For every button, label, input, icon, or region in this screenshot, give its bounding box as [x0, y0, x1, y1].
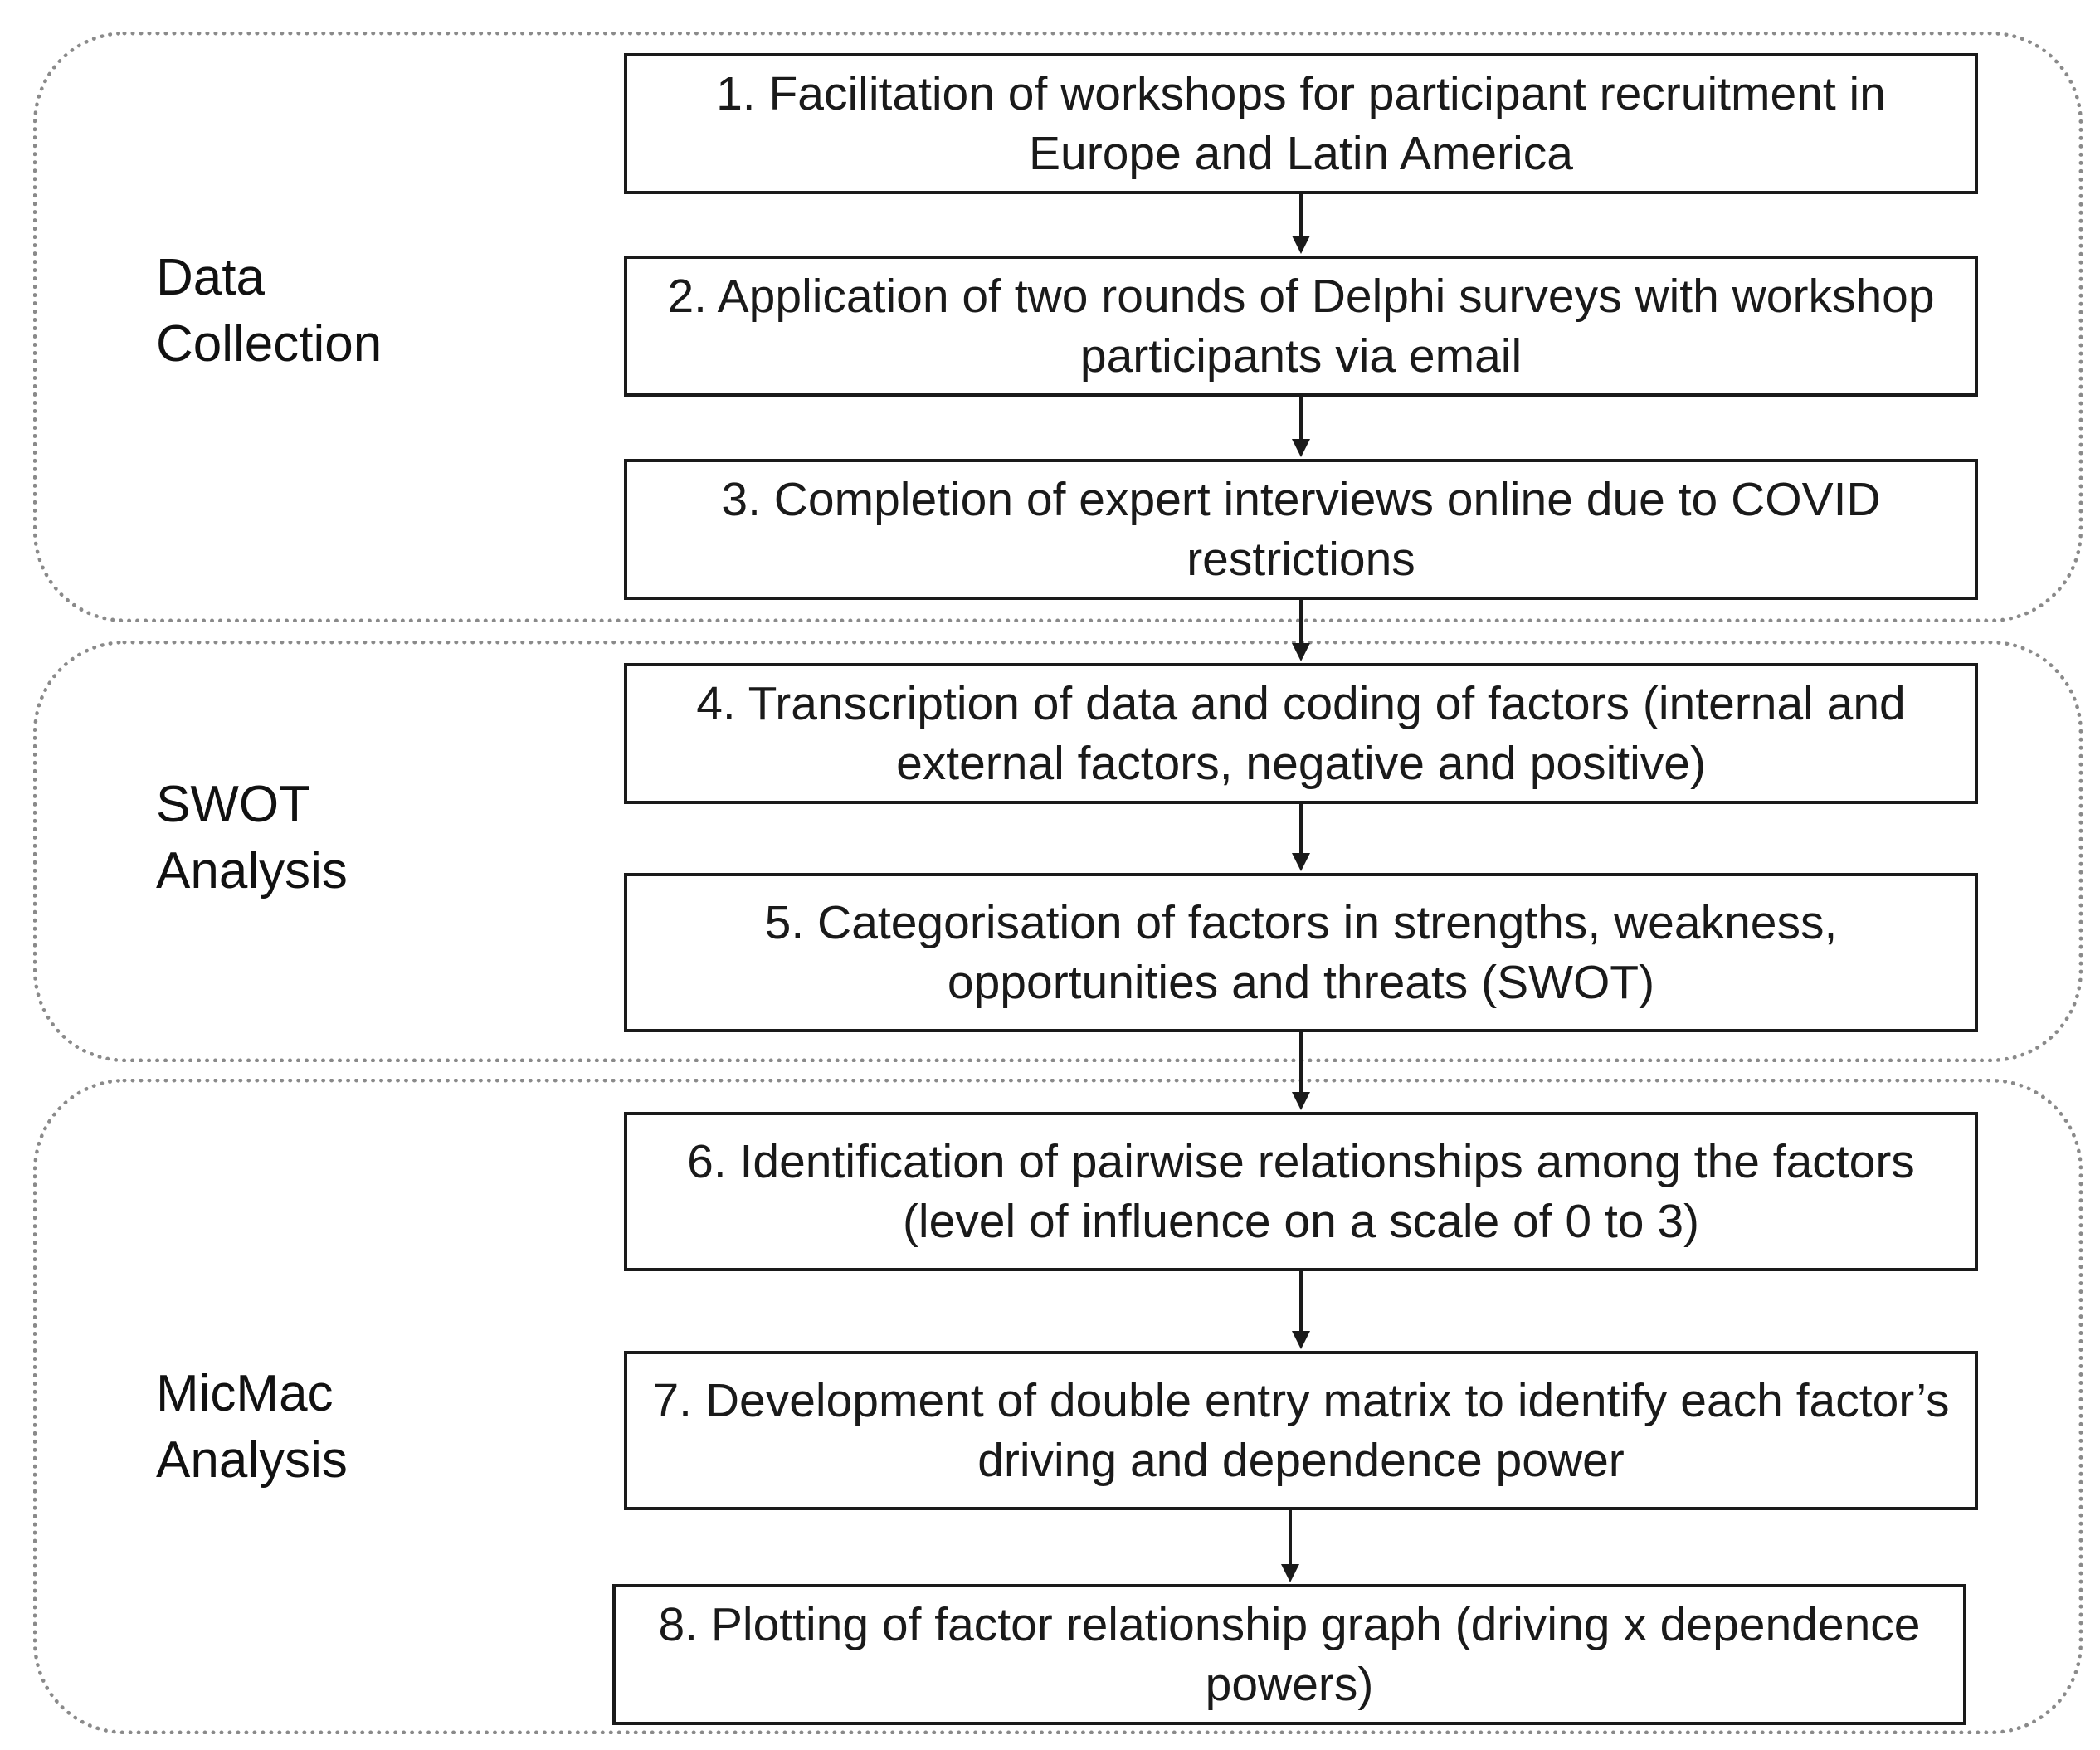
step-6-text: 6. Identification of pairwise relationsh…	[687, 1135, 1915, 1248]
step-5-text: 5. Categorisation of factors in strength…	[764, 896, 1838, 1009]
phase-label-micmac-analysis: MicMac Analysis	[156, 1365, 348, 1489]
phase-micmac-analysis	[33, 1079, 2083, 1734]
step-4-box: 4. Transcription of data and coding of f…	[624, 663, 1978, 804]
arrow-head-2-3	[1292, 439, 1310, 457]
step-7-box: 7. Development of double entry matrix to…	[624, 1351, 1978, 1510]
step-7-text: 7. Development of double entry matrix to…	[652, 1374, 1950, 1487]
step-2-box: 2. Application of two rounds of Delphi s…	[624, 256, 1978, 397]
step-5-box: 5. Categorisation of factors in strength…	[624, 873, 1978, 1032]
arrow-head-6-7	[1292, 1331, 1310, 1349]
step-3-box: 3. Completion of expert interviews onlin…	[624, 459, 1978, 600]
step-2-text: 2. Application of two rounds of Delphi s…	[667, 270, 1935, 383]
arrow-head-4-5	[1292, 853, 1310, 871]
arrow-head-1-2	[1292, 236, 1310, 254]
arrow-head-3-4	[1292, 643, 1310, 661]
phase-swot-analysis	[33, 641, 2083, 1062]
step-6-box: 6. Identification of pairwise relationsh…	[624, 1112, 1978, 1271]
step-8-text: 8. Plotting of factor relationship graph…	[658, 1598, 1921, 1711]
step-8-box: 8. Plotting of factor relationship graph…	[612, 1584, 1966, 1725]
step-1-box: 1. Facilitation of workshops for partici…	[624, 53, 1978, 194]
step-4-text: 4. Transcription of data and coding of f…	[696, 677, 1906, 790]
phase-data-collection	[33, 32, 2083, 622]
step-1-text: 1. Facilitation of workshops for partici…	[716, 67, 1886, 180]
step-3-text: 3. Completion of expert interviews onlin…	[721, 473, 1881, 586]
phase-label-swot-analysis: SWOT Analysis	[156, 776, 348, 899]
arrow-head-7-8	[1281, 1564, 1299, 1582]
phase-label-data-collection: Data Collection	[156, 249, 382, 373]
arrow-head-5-6	[1292, 1092, 1310, 1110]
